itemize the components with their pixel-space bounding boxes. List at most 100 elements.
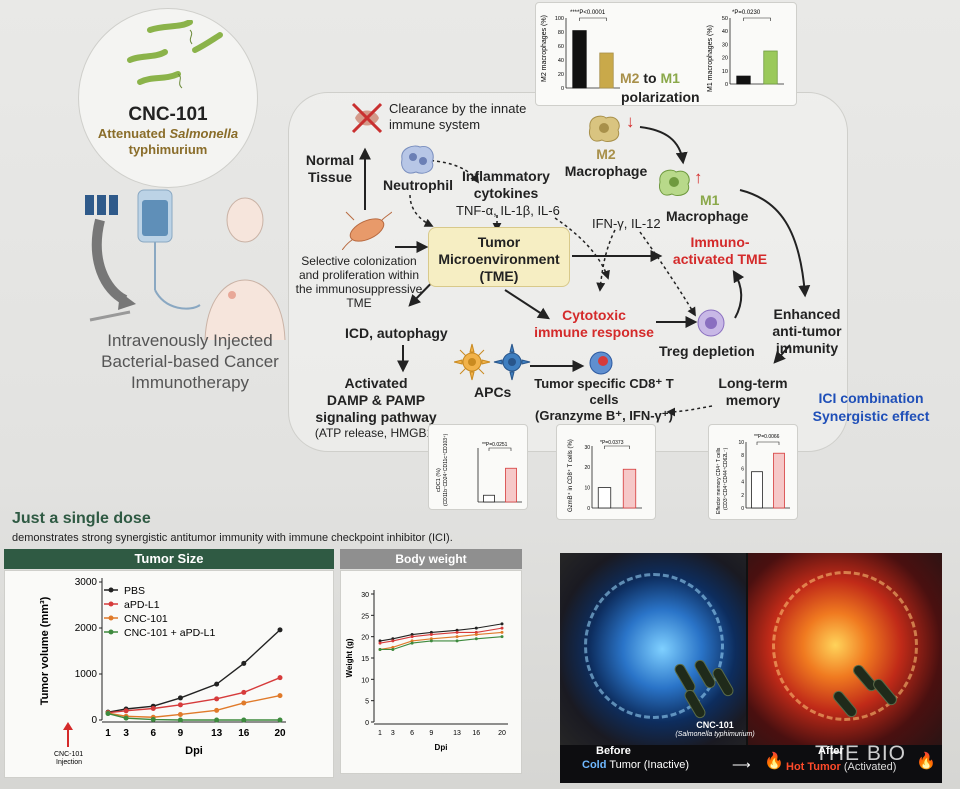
bar-0 — [483, 494, 495, 503]
bar-y-tick-label: 10 — [584, 486, 590, 492]
data-point — [455, 630, 459, 634]
m1-chart-bars — [736, 50, 778, 85]
treg-icon — [697, 309, 725, 337]
single-dose-subtitle: demonstrates strong synergistic antitumo… — [12, 532, 453, 544]
data-point — [214, 696, 220, 702]
m2-down-arrow: ↓ — [626, 112, 635, 131]
data-point — [474, 633, 478, 637]
data-point — [429, 630, 433, 634]
injection-label-2: Injection — [56, 759, 82, 766]
legend-dot-0 — [108, 587, 114, 593]
y-tick-label: 3000 — [75, 577, 98, 588]
x-axis-label: Dpi — [185, 745, 203, 757]
data-point — [391, 639, 395, 643]
cdc1-bars — [483, 467, 517, 503]
memory-ylabel-1: Effector memory CD4⁺ T cells — [716, 447, 722, 514]
data-point — [429, 633, 433, 637]
data-point — [391, 647, 395, 651]
tumor-series — [105, 627, 283, 723]
gzmb-bar-chart: GzmB⁺ in CD8⁺ T cells (%) *P=0.0373 0102… — [567, 439, 642, 512]
product-name: CNC-101 — [128, 104, 208, 125]
ifn-label: IFN-γ, IL-12 — [592, 216, 661, 231]
x-tick-label: 3 — [391, 730, 395, 737]
data-point — [455, 639, 459, 643]
series-line-1 — [107, 677, 281, 714]
injection-label-1: CNC-101 — [54, 751, 83, 758]
body-weight-header: Body weight — [340, 549, 522, 569]
bar-y-tick-label: 10 — [722, 69, 728, 75]
x-axis-label: Dpi — [435, 743, 448, 752]
significance-bracket — [488, 447, 512, 451]
data-point — [391, 637, 395, 641]
bar-1 — [773, 452, 785, 509]
data-point — [410, 641, 414, 645]
data-point — [241, 660, 247, 666]
bar-y-tick-label: 20 — [722, 56, 728, 62]
data-point — [378, 641, 382, 645]
legend-label-3: CNC-101 + aPD-L1 — [124, 627, 215, 639]
m1-macrophage-label: Macrophage — [666, 208, 749, 224]
legend-dot-1 — [108, 601, 114, 607]
activated-damp-label: Activated DAMP & PAMP signaling pathway … — [314, 375, 438, 440]
iv-illustration — [85, 189, 286, 340]
x-tick-label: 9 — [178, 728, 184, 739]
data-point — [429, 637, 433, 641]
bar-y-tick-label: 10 — [738, 440, 744, 446]
cdc1-bar-chart: cDC1 (%) (CD11b⁻CD24⁺CD11c⁺CD103⁺) **P=0… — [436, 433, 522, 506]
m2-label: M2 Macrophage — [564, 146, 648, 179]
product-desc: Attenuated Salmonella typhimurium — [97, 126, 239, 157]
y-tick-label: 30 — [361, 592, 369, 599]
y-tick-label: 15 — [361, 656, 369, 663]
clearance-text: Clearance by the innate immune system — [389, 101, 527, 132]
gzmb-bars — [597, 468, 637, 509]
data-point — [391, 645, 395, 649]
memory-ylabel-2: (CD3⁺CD4⁺CD44⁺CD62L⁻) — [723, 447, 729, 510]
bar-y-tick-label: 0 — [587, 506, 590, 512]
data-point — [455, 635, 459, 639]
injection-arrow-head — [63, 722, 73, 730]
series-line-3 — [380, 636, 503, 651]
bar-y-tick-label: 8 — [741, 453, 744, 459]
cold-tumor-texture — [584, 573, 724, 719]
data-point — [150, 706, 156, 711]
y-tick-label: 2000 — [75, 623, 98, 634]
bar-y-tick-label: 2 — [741, 493, 744, 499]
data-point — [214, 707, 220, 713]
tumor-images-panel: CNC-101 (Salmonella typhimurium) Before … — [560, 553, 942, 783]
data-point — [455, 628, 459, 632]
m2-chart-bars — [572, 30, 614, 89]
bar-y-tick-label: 0 — [725, 82, 728, 88]
after-label: After — [818, 745, 844, 757]
selective-colonization-text: Selective colonization and proliferation… — [295, 254, 423, 310]
data-point — [177, 695, 183, 701]
data-point — [277, 693, 283, 699]
significance-bracket — [604, 445, 630, 449]
normal-tissue-label: Normal Tissue — [305, 152, 355, 185]
transition-arrow: ⟶ — [732, 757, 751, 772]
m1-chart-ylabel: M1 macrophages (%) — [707, 25, 714, 92]
y-tick-label: 0 — [365, 720, 369, 727]
bar-0 — [572, 30, 587, 89]
data-point — [474, 626, 478, 630]
significance-bracket — [756, 441, 780, 445]
neutrophil-label: Neutrophil — [383, 177, 453, 193]
memory-bars — [751, 452, 785, 509]
bar-y-tick-label: 50 — [722, 16, 728, 22]
x-tick-label: 3 — [123, 728, 129, 739]
bar-y-tick-label: 100 — [555, 16, 564, 22]
m1-label: M1 — [700, 192, 720, 208]
cytokines-list: TNF-α, IL-1β, IL-6 — [456, 203, 560, 218]
bar-y-tick-label: 40 — [722, 29, 728, 35]
tumor-size-header: Tumor Size — [4, 549, 334, 569]
data-point — [277, 717, 283, 723]
data-point — [241, 700, 247, 706]
y-tick-label: 10 — [361, 677, 369, 684]
immuno-activated-label: Immuno- activated TME — [672, 234, 768, 267]
y-axis-label: Tumor volume (mm³) — [39, 596, 51, 705]
y-tick-label: 25 — [361, 613, 369, 620]
cdc1-pvalue: **P=0.0251 — [482, 442, 508, 448]
before-label: Before — [596, 745, 631, 757]
polarization-title: M2 to M1 — [620, 70, 680, 86]
